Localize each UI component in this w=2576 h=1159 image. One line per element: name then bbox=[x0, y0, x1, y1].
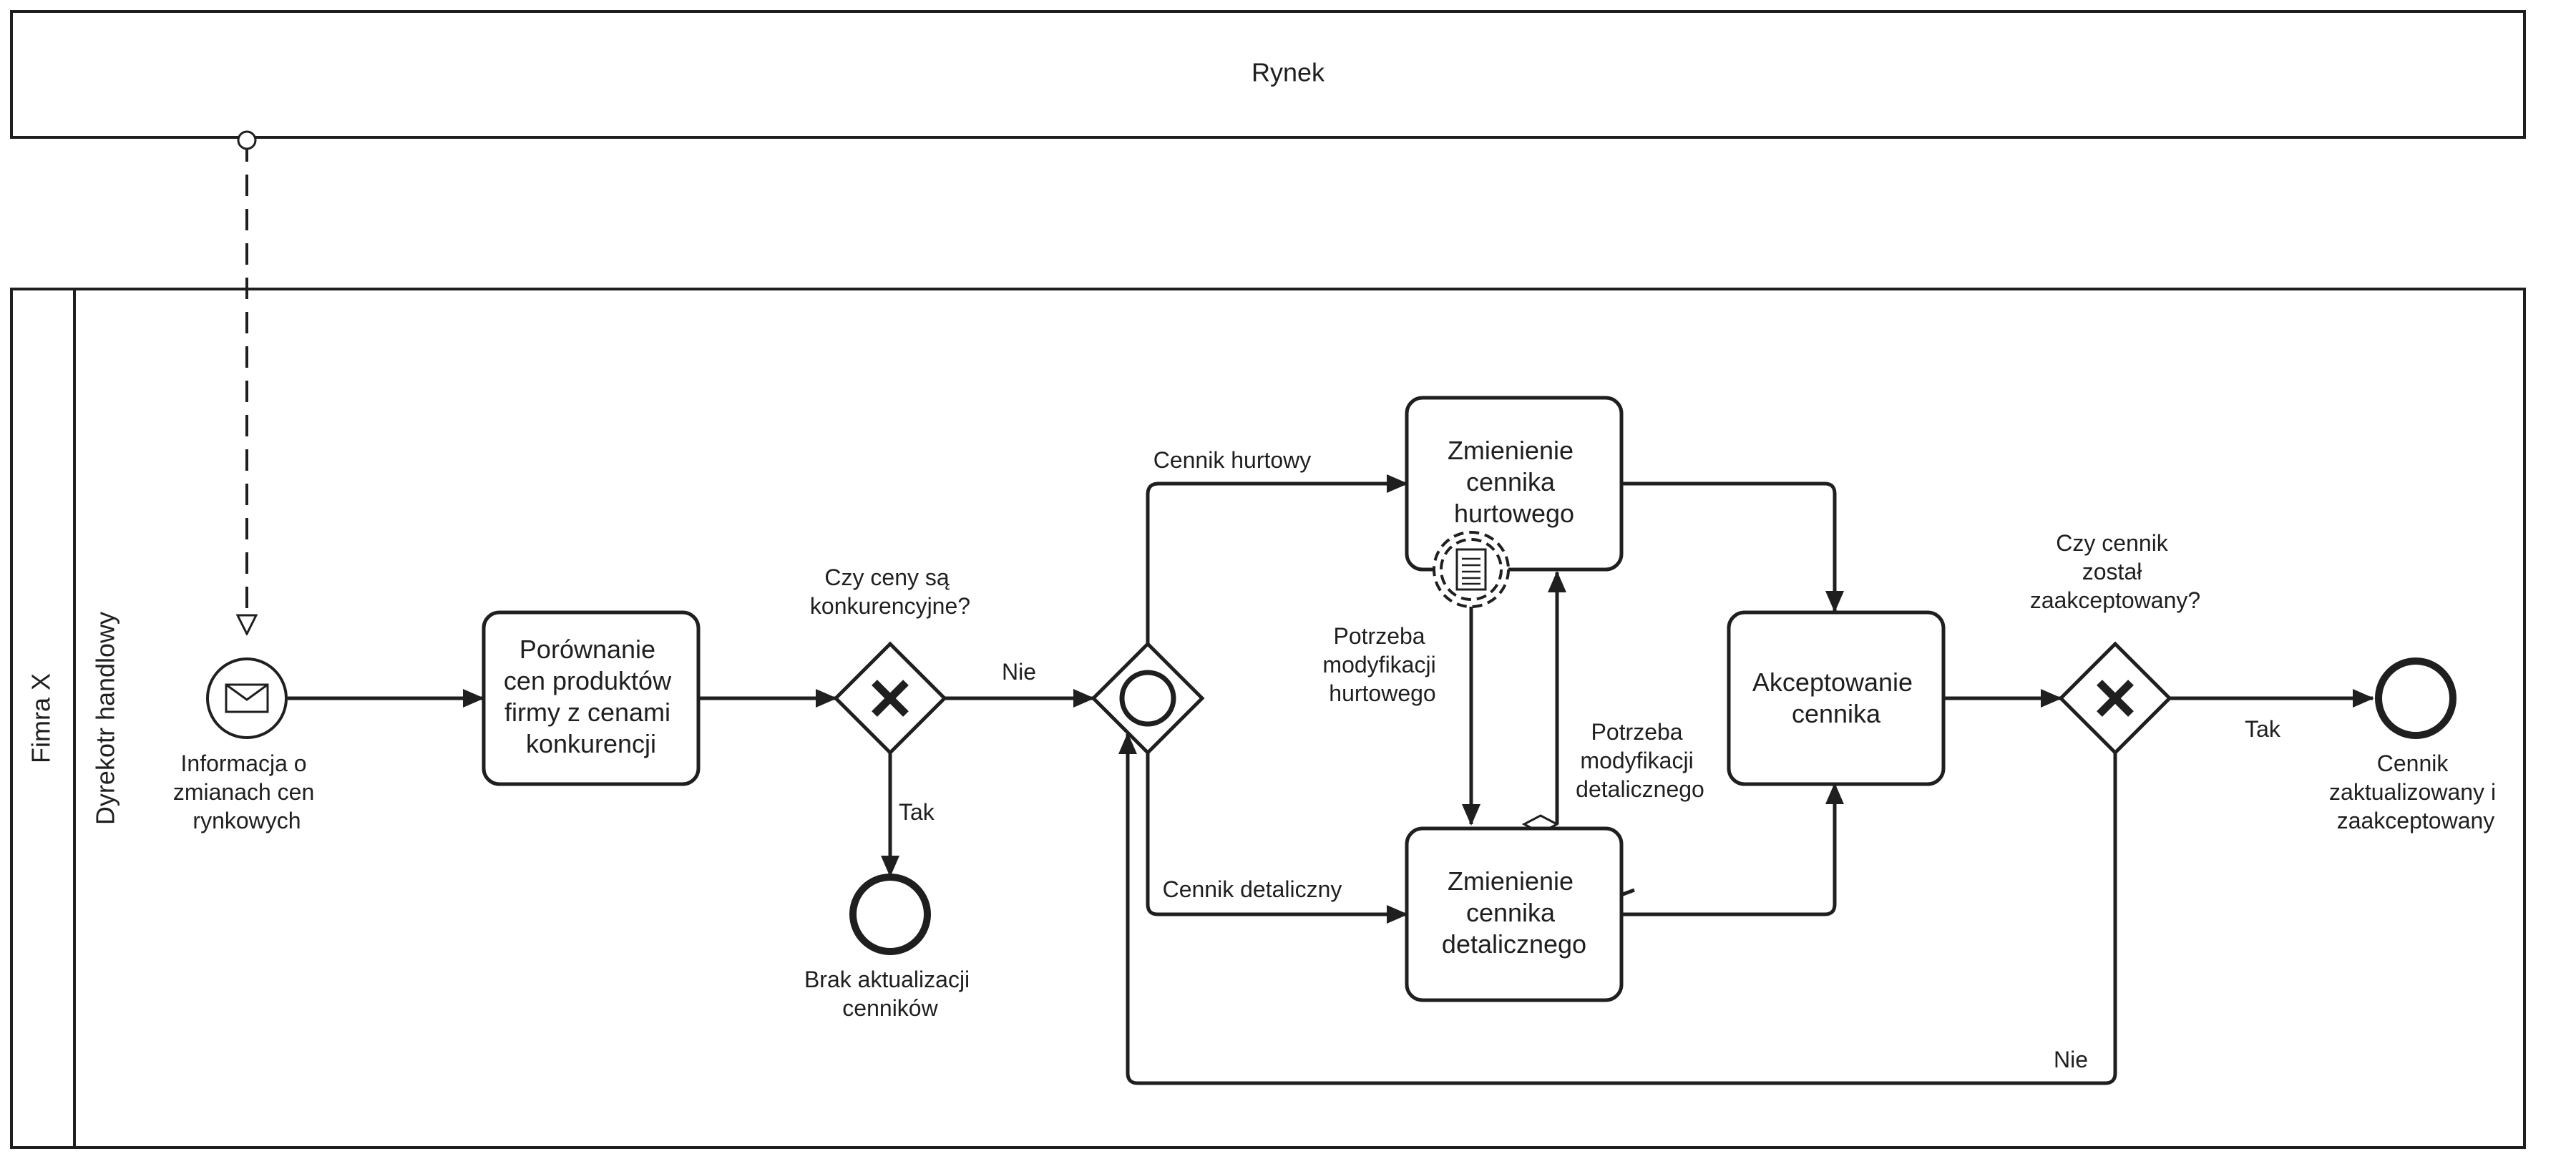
end-done-label: Cennik zaktualizowany i zaakceptowany bbox=[2329, 750, 2502, 833]
flow-inclusive-retail[interactable] bbox=[1146, 753, 1408, 924]
flow-label-retail-price: Cennik detaliczny bbox=[1163, 876, 1342, 902]
task-wholesale[interactable]: Zmienienie cennika hurtowego bbox=[1405, 396, 1624, 608]
flow-inclusive-wholesale[interactable] bbox=[1146, 474, 1408, 644]
flow-label-yes1: Tak bbox=[899, 799, 935, 825]
task-accept-label: Akceptowanie cennika bbox=[1752, 667, 1920, 728]
task-compare[interactable]: Porównanie cen produktów firmy z cenami … bbox=[482, 610, 701, 786]
gateway-competitive-label: Czy ceny są konkurencyjne? bbox=[810, 564, 970, 619]
pool-company-label: Fimra X bbox=[26, 673, 56, 763]
end-event-no-update[interactable]: Brak aktualizacji cenników bbox=[804, 874, 976, 1021]
pool-market[interactable]: Rynek bbox=[10, 10, 2526, 139]
flow-label-need-retail: Potrzeba modyfikacji detalicznego bbox=[1576, 719, 1704, 802]
flow-labels: Nie Tak Cennik hurtowy Cennik detaliczny… bbox=[899, 447, 2281, 1072]
envelope-icon bbox=[225, 683, 269, 713]
flow-label-wholesale-price: Cennik hurtowy bbox=[1153, 447, 1312, 473]
start-event-label: Informacja o zmianach cen rynkowych bbox=[173, 750, 321, 833]
flow-label-yes2: Tak bbox=[2245, 716, 2281, 742]
start-message-event[interactable]: Informacja o zmianach cen rynkowych bbox=[173, 657, 321, 833]
flow-loop-back[interactable] bbox=[1118, 733, 2117, 1085]
lane-label: Dyrekotr handlowy bbox=[91, 612, 120, 825]
x-icon bbox=[872, 680, 909, 717]
flow-retail-accept[interactable] bbox=[1623, 783, 1844, 916]
task-wholesale-label: Zmienienie cennika hurtowego bbox=[1448, 436, 1581, 528]
flow-label-no1: Nie bbox=[1002, 659, 1036, 685]
circle-icon bbox=[1119, 670, 1176, 727]
gateway-competitive[interactable]: Czy ceny są konkurencyjne? bbox=[810, 564, 970, 755]
task-accept[interactable]: Akceptowanie cennika bbox=[1727, 610, 1946, 786]
gateway-accepted-label: Czy cennik został zaakceptowany? bbox=[2030, 530, 2200, 613]
sequence-flows bbox=[288, 474, 2374, 1085]
flow-label-need-wholesale: Potrzeba modyfikacji hurtowego bbox=[1322, 623, 1442, 706]
gateway-accepted[interactable]: Czy cennik został zaakceptowany? bbox=[2030, 530, 2200, 755]
document-event-icon[interactable] bbox=[1433, 531, 1510, 608]
x-icon bbox=[2097, 680, 2134, 717]
pool-market-label: Rynek bbox=[1252, 58, 1325, 87]
end-no-update-label: Brak aktualizacji cenników bbox=[804, 967, 976, 1021]
task-compare-label: Porównanie cen produktów firmy z cenami … bbox=[504, 635, 678, 758]
flow-label-no2: Nie bbox=[2054, 1047, 2088, 1072]
end-event-done[interactable]: Cennik zaktualizowany i zaakceptowany bbox=[2329, 657, 2502, 833]
gateway-inclusive[interactable] bbox=[1091, 641, 1205, 755]
task-retail-label: Zmienienie cennika detalicznego bbox=[1442, 866, 1586, 959]
flow-wholesale-accept[interactable] bbox=[1623, 481, 1844, 612]
task-retail[interactable]: Zmienienie cennika detalicznego bbox=[1405, 826, 1624, 1002]
